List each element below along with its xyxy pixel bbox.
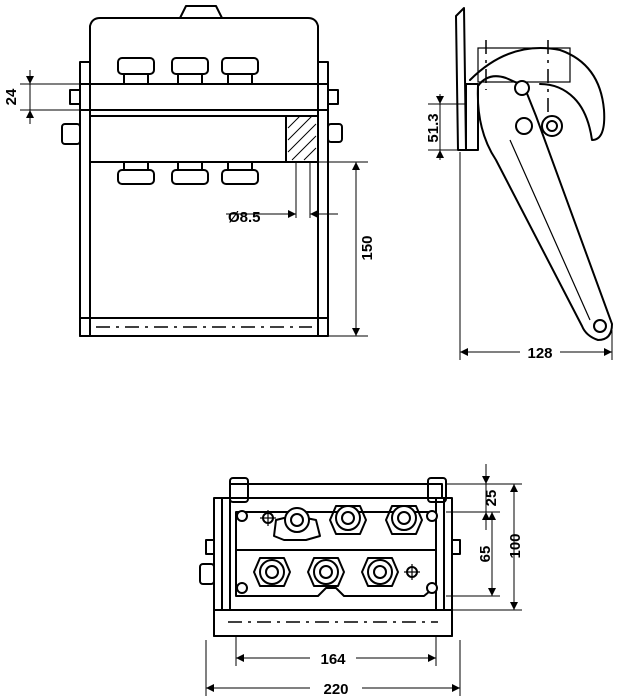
dim-25-label: 25 xyxy=(483,490,500,507)
upper-pivot xyxy=(514,80,530,96)
right-pin xyxy=(451,539,461,555)
bottom-bar xyxy=(79,317,329,337)
top-bolts xyxy=(117,57,259,85)
dim-hole xyxy=(226,162,338,218)
dim-51-3 xyxy=(428,94,466,160)
middle-pivot xyxy=(515,117,533,135)
mounting-block xyxy=(465,83,479,151)
dim-51-3-label: 51.3 xyxy=(425,113,442,142)
front-view: 24 Ø8.5 150 xyxy=(3,5,376,337)
dim-65-label: 65 xyxy=(477,546,494,563)
left-nut-plan xyxy=(199,563,215,585)
hook-arm xyxy=(469,47,606,141)
hatching xyxy=(287,115,317,161)
dim-24-label: 24 xyxy=(3,88,20,105)
dim-150-label: 150 xyxy=(359,235,376,260)
right-side-plate xyxy=(317,61,329,337)
right-stud-upper xyxy=(327,89,339,105)
dim-220 xyxy=(205,640,461,696)
small-holes xyxy=(236,510,438,594)
dim-128-label: 128 xyxy=(527,345,552,362)
main-pivot-inner xyxy=(546,120,558,132)
dim-164-label: 164 xyxy=(320,651,346,668)
top-rail xyxy=(229,483,443,499)
terminals-lower xyxy=(253,557,399,587)
dim-150 xyxy=(318,161,368,337)
left-nut xyxy=(61,123,81,145)
insulator-section xyxy=(285,115,319,163)
back-plate xyxy=(455,7,467,151)
corner-block-right xyxy=(427,477,447,503)
dim-128 xyxy=(459,152,613,360)
upper-bar xyxy=(79,83,329,111)
right-nut xyxy=(327,123,343,143)
left-stud-upper xyxy=(69,89,81,105)
lever-edge xyxy=(509,139,591,321)
lever-arm xyxy=(476,75,613,341)
dim-24 xyxy=(20,70,80,124)
bottom-bolts xyxy=(117,161,259,185)
contact-block xyxy=(89,115,319,163)
dim-100-label: 100 xyxy=(507,533,524,558)
terminals-upper xyxy=(273,505,423,541)
handle-boss xyxy=(179,5,223,19)
dim-hole-label: Ø8.5 xyxy=(228,209,261,226)
plan-view: 164 220 xyxy=(199,464,524,698)
cover-plate xyxy=(89,17,319,63)
dim-vertical-plan xyxy=(446,464,522,611)
left-pin xyxy=(205,539,215,555)
side-view: 51.3 128 xyxy=(425,7,613,362)
plan-bottom-bar xyxy=(213,609,453,637)
left-side-plate xyxy=(79,61,91,337)
dim-164 xyxy=(235,636,437,666)
dim-220-label: 220 xyxy=(323,681,348,698)
corner-block-left xyxy=(229,477,249,503)
lever-end-pin xyxy=(593,319,607,333)
